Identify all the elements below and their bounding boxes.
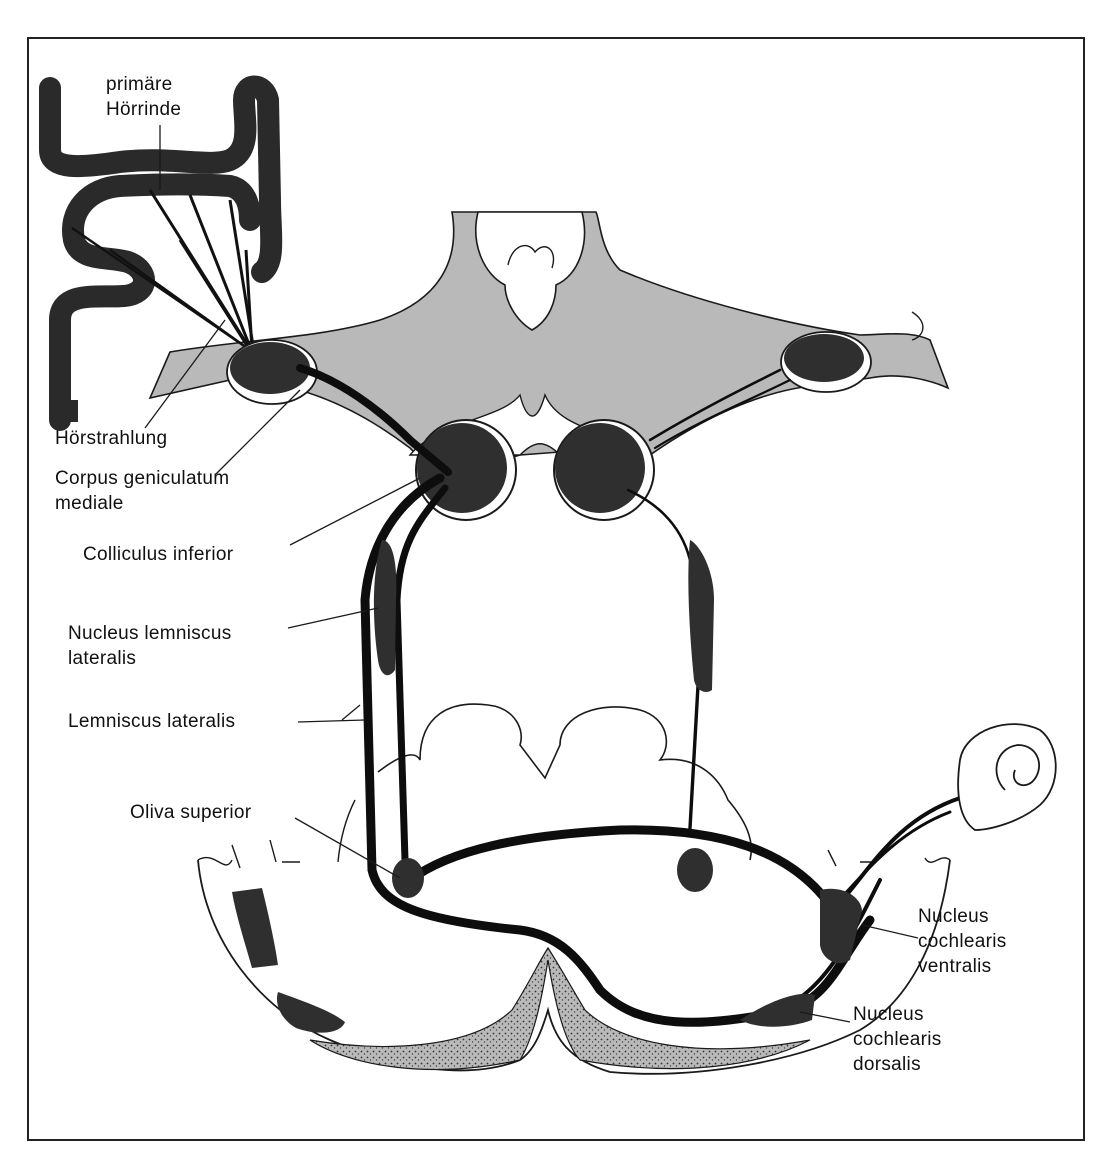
label-ventral-cochlear-line2: cochlearis <box>918 929 1007 954</box>
label-dorsal-cochlear-line3: dorsalis <box>853 1052 942 1077</box>
label-dorsal-cochlear-line2: cochlearis <box>853 1027 942 1052</box>
label-lateral-lemniscus-nucleus: Nucleus lemniscus lateralis <box>68 621 232 671</box>
label-lateral-lemniscus: Lemniscus lateralis <box>68 709 235 734</box>
label-dorsal-cochlear-line1: Nucleus <box>853 1002 942 1027</box>
medial-geniculate-right <box>781 332 871 392</box>
cochlea <box>958 724 1056 830</box>
label-lateral-lemniscus-nucleus-line1: Nucleus lemniscus <box>68 621 232 646</box>
label-auditory-radiation: Hörstrahlung <box>55 426 167 451</box>
label-primary-cortex: primäre Hörrinde <box>106 72 181 122</box>
label-ventral-cochlear-nucleus: Nucleus cochlearis ventralis <box>918 904 1007 979</box>
label-superior-olive: Oliva superior <box>130 800 251 825</box>
inferior-colliculus-right <box>554 420 654 520</box>
label-ventral-cochlear-line1: Nucleus <box>918 904 1007 929</box>
label-ventral-cochlear-line3: ventralis <box>918 954 1007 979</box>
label-medial-geniculate-line1: Corpus geniculatum <box>55 466 229 491</box>
label-dorsal-cochlear-nucleus: Nucleus cochlearis dorsalis <box>853 1002 942 1077</box>
label-primary-cortex-line2: Hörrinde <box>106 97 181 122</box>
label-inferior-colliculus: Colliculus inferior <box>83 542 233 567</box>
auditory-radiation-fibers <box>72 190 255 358</box>
label-medial-geniculate-line2: mediale <box>55 491 229 516</box>
label-primary-cortex-line1: primäre <box>106 72 181 97</box>
label-medial-geniculate: Corpus geniculatum mediale <box>55 466 229 516</box>
label-lateral-lemniscus-nucleus-line2: lateralis <box>68 646 232 671</box>
